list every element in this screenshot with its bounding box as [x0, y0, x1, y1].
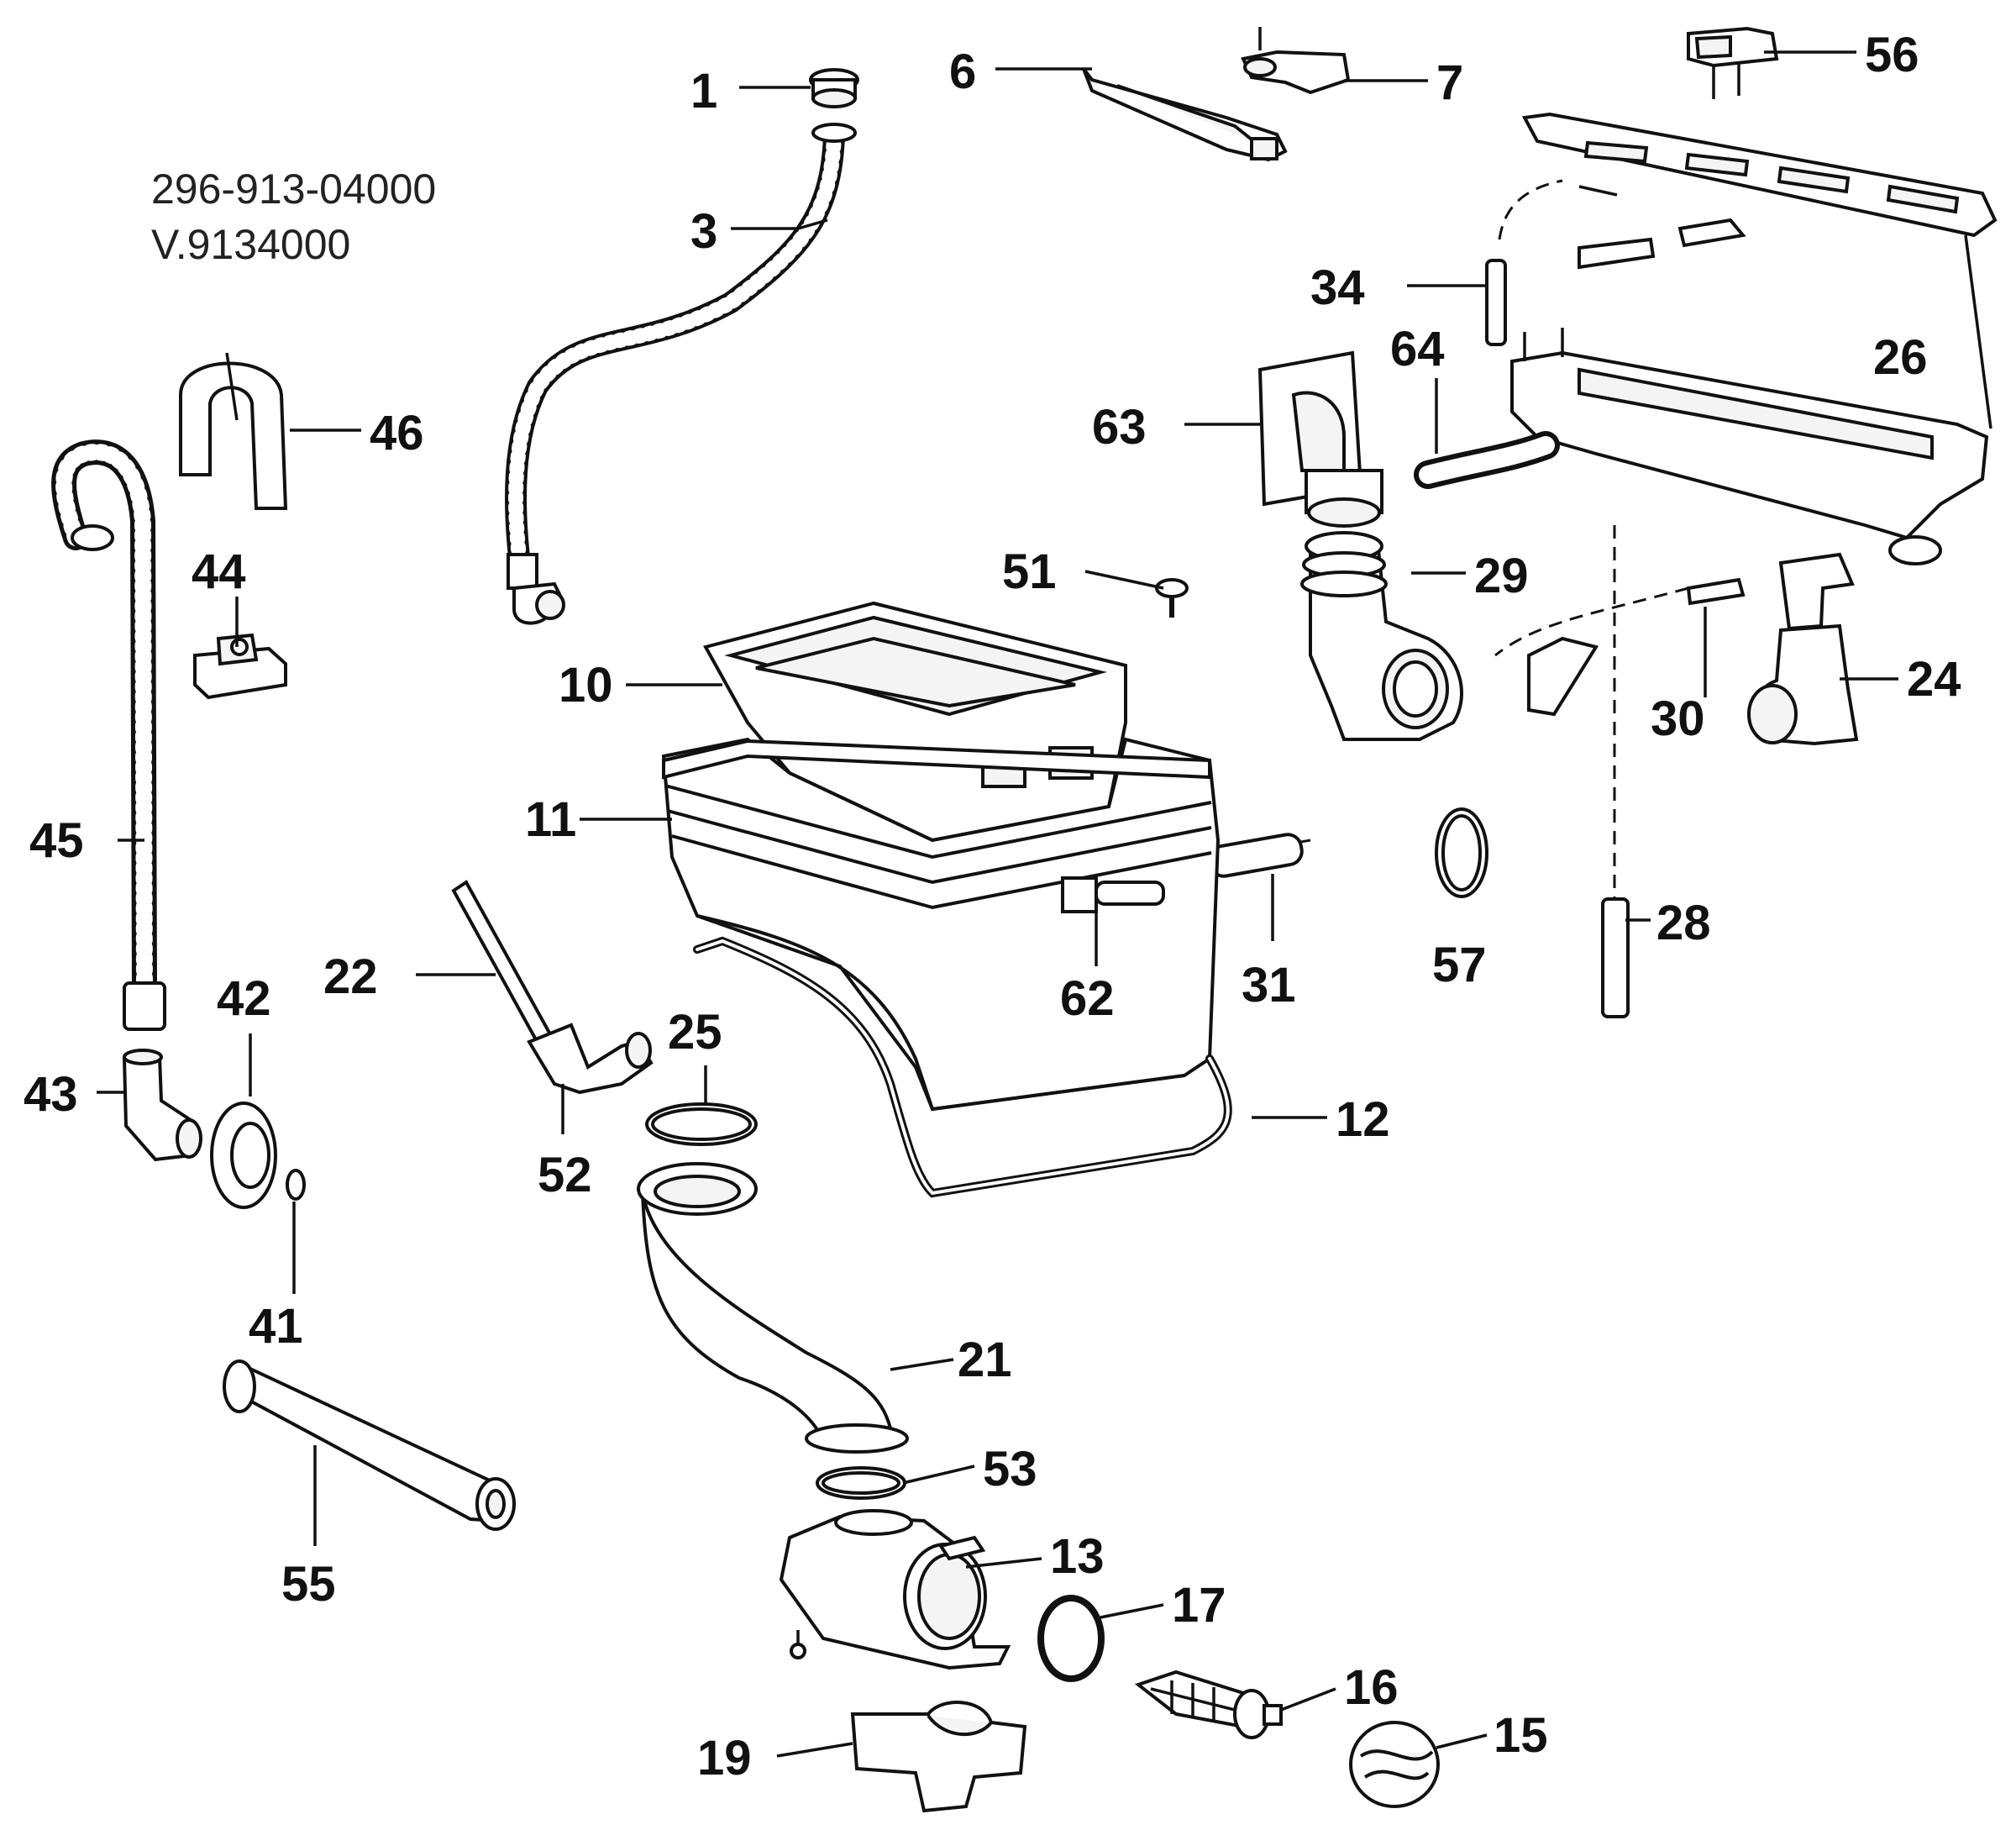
part-1-cap: [809, 68, 859, 108]
callout-44: 44: [192, 544, 246, 599]
callout-55: 55: [281, 1557, 336, 1612]
callout-30: 30: [1651, 692, 1705, 746]
part-7-clip: [1241, 27, 1351, 95]
callout-29: 29: [1474, 549, 1529, 603]
callout-12: 12: [1336, 1092, 1390, 1147]
part-31-hose: [1208, 636, 1599, 878]
callout-56: 56: [1865, 28, 1919, 82]
part-43-elbow: [122, 1049, 202, 1162]
part-57-clamp: [1435, 807, 1488, 898]
drawer-clips: [1578, 185, 1746, 270]
callout-28: 28: [1656, 896, 1711, 950]
part-25-clamp: [645, 1102, 758, 1146]
part-21-bellows-hose: [637, 1162, 909, 1454]
callout-25: 25: [668, 1005, 722, 1060]
part-45-drain-hose: [51, 439, 166, 1031]
callout-24: 24: [1907, 652, 1961, 707]
callout-19: 19: [697, 1731, 752, 1785]
callout-26: 26: [1873, 330, 1928, 385]
part-63-valve-bracket: [1257, 350, 1383, 528]
callout-3: 3: [690, 204, 717, 259]
callout-13: 13: [1050, 1529, 1105, 1584]
part-10-tub-cover: [702, 601, 1127, 843]
part-19-bracket: [850, 1701, 1027, 1813]
callout-46: 46: [370, 406, 424, 460]
callout-15: 15: [1494, 1708, 1548, 1763]
part-15-filter-cap: [1349, 1721, 1440, 1808]
callout-42: 42: [217, 971, 271, 1026]
callout-41: 41: [249, 1299, 303, 1354]
part-code: 296-913-04000: [151, 166, 436, 213]
callout-51: 51: [1002, 544, 1057, 599]
callout-45: 45: [29, 813, 84, 868]
part-22-hose: [451, 880, 654, 1095]
part-17-ring: [1037, 1595, 1105, 1682]
callout-6: 6: [949, 45, 976, 99]
part-24-pressure-chamber: [1747, 552, 1859, 746]
callout-1: 1: [690, 64, 717, 118]
callout-11: 11: [525, 792, 576, 847]
callout-labels: 1 3 6 7 56 34 64 26 63 46 44 51 29 10 30…: [24, 28, 1961, 1785]
version-code: V.9134000: [151, 221, 350, 268]
leader-lines: [97, 50, 1898, 1758]
part-26-drawer-housing: [1510, 112, 1998, 565]
part-34-tube: [1485, 259, 1507, 346]
callout-16: 16: [1344, 1660, 1399, 1715]
callout-10: 10: [559, 658, 613, 713]
callout-17: 17: [1172, 1578, 1226, 1633]
part-30-connector: [1686, 577, 1746, 606]
part-29-bellows: [1300, 531, 1463, 741]
part-44-clip: [193, 633, 287, 700]
callout-62: 62: [1060, 971, 1115, 1026]
callout-64: 64: [1390, 322, 1445, 376]
callout-31: 31: [1242, 958, 1296, 1012]
part-28-tube: [1601, 897, 1630, 1018]
part-62-sensor: [1061, 876, 1165, 913]
callout-21: 21: [958, 1333, 1012, 1387]
part-6-lever: [1082, 67, 1288, 162]
part-12-gasket: [693, 936, 1232, 1198]
part-42-grommet: [210, 1102, 277, 1209]
part-51-screw: [1155, 578, 1189, 618]
part-55-tube: [223, 1359, 516, 1531]
dash-30-31: [1209, 586, 1689, 876]
part-3-inlet-hose: [505, 123, 857, 625]
callout-52: 52: [538, 1148, 592, 1202]
callout-57: 57: [1432, 938, 1487, 992]
part-16-filter: [1134, 1670, 1283, 1739]
callout-34: 34: [1310, 260, 1365, 315]
part-46-hose-guide: [179, 352, 288, 510]
callout-7: 7: [1436, 55, 1463, 110]
callout-53: 53: [983, 1442, 1037, 1496]
part-53-clamp: [816, 1466, 906, 1500]
callout-22: 22: [323, 949, 378, 1004]
part-41-oring: [286, 1169, 306, 1201]
callout-63: 63: [1092, 400, 1147, 455]
part-11-tub: [661, 737, 1221, 1112]
part-64-hose: [1414, 431, 1560, 489]
part-13-pump-housing: [779, 1509, 1011, 1670]
dash-34: [1498, 179, 1563, 240]
part-56-button: [1687, 26, 1779, 99]
callout-43: 43: [24, 1067, 78, 1122]
